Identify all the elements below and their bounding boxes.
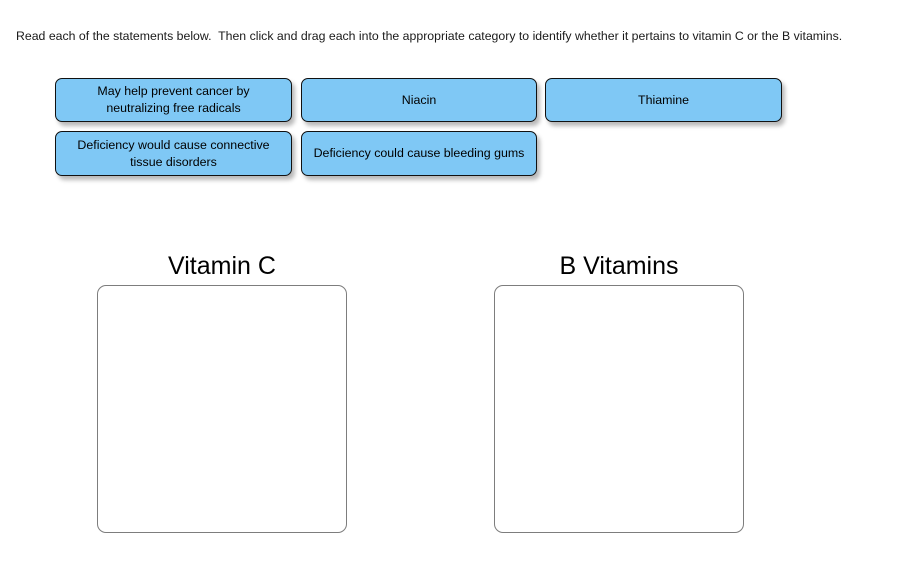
draggable-tile-bleeding-gums[interactable]: Deficiency could cause bleeding gums xyxy=(301,131,537,176)
tile-label: Thiamine xyxy=(638,92,689,107)
dropzone-b-vitamins[interactable] xyxy=(494,285,744,533)
draggable-tile-niacin[interactable]: Niacin xyxy=(301,78,537,122)
instruction-text: Read each of the statements below. Then … xyxy=(16,29,843,44)
dropzone-vitamin-c[interactable] xyxy=(97,285,347,533)
tile-label: Niacin xyxy=(401,92,437,107)
draggable-tile-free-radicals[interactable]: May help prevent cancer by neutralizing … xyxy=(55,78,292,122)
draggable-tile-connective-tissue[interactable]: Deficiency would cause connective tissue… xyxy=(55,131,292,176)
tile-label: May help prevent cancer by neutralizing … xyxy=(97,84,250,115)
draggable-tile-thiamine[interactable]: Thiamine xyxy=(545,78,782,122)
tile-label: Deficiency could cause bleeding gums xyxy=(313,146,525,160)
category-title-vitamin-c: Vitamin C xyxy=(168,252,276,280)
category-title-b-vitamins: B Vitamins xyxy=(559,252,679,280)
tile-label: Deficiency would cause connective tissue… xyxy=(77,137,270,169)
